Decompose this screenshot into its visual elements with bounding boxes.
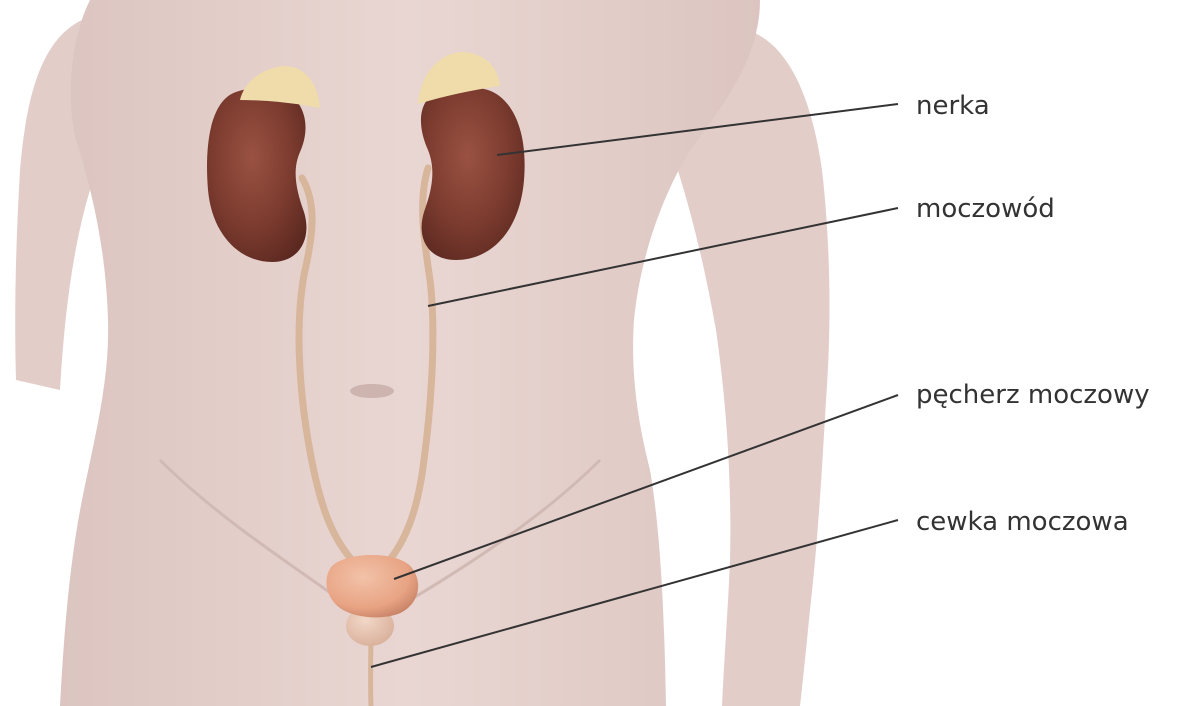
bladder [326, 555, 418, 617]
label-ureter: moczowód [916, 194, 1055, 224]
label-urethra: cewka moczowa [916, 507, 1129, 537]
label-kidney: nerka [916, 91, 990, 121]
label-bladder: pęcherz moczowy [916, 380, 1150, 410]
body-silhouette [15, 0, 829, 706]
navel [350, 384, 394, 398]
